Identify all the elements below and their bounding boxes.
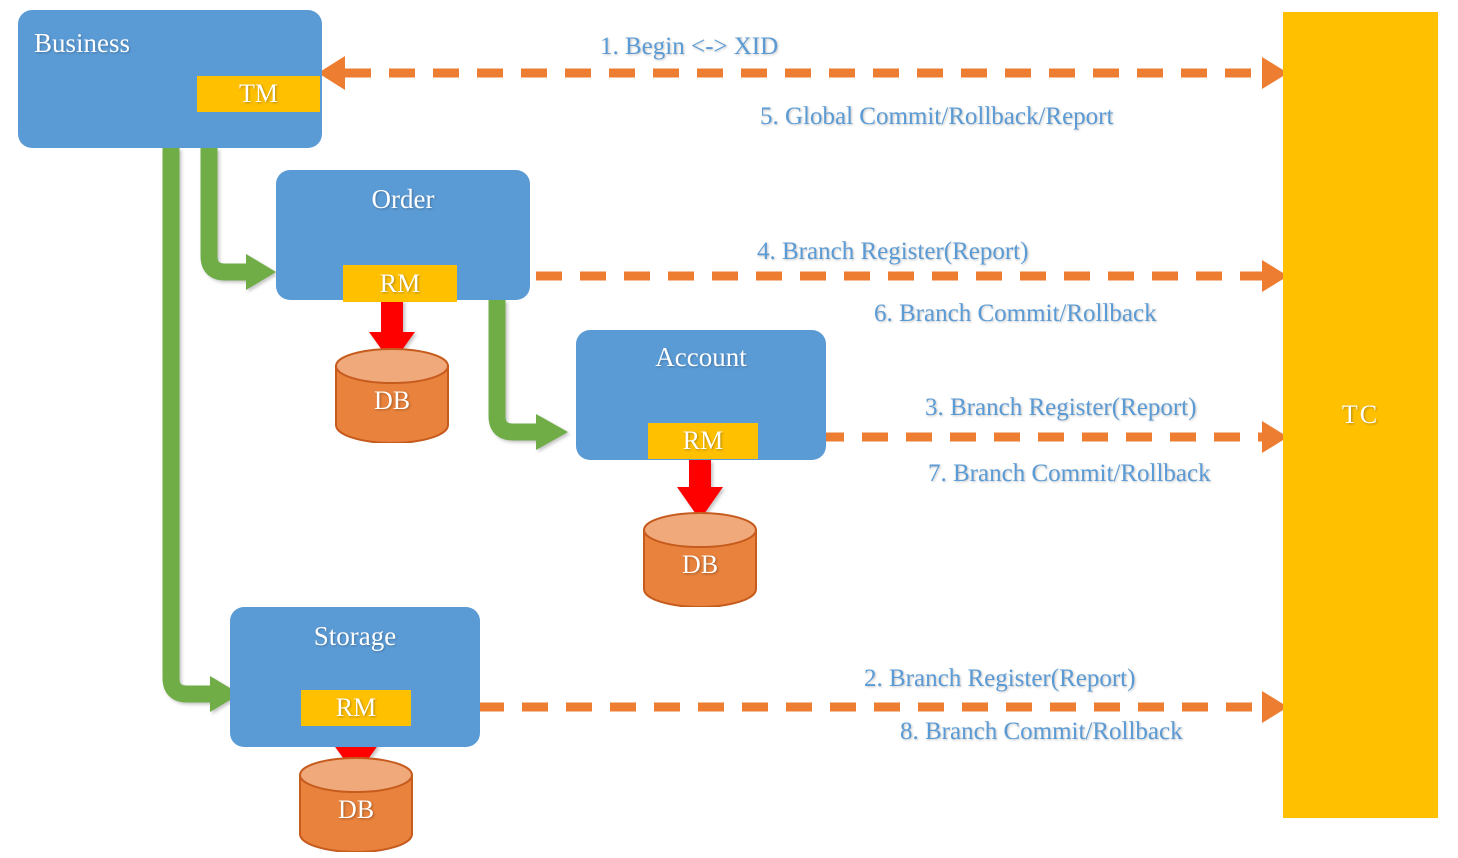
module-box-rm-order[interactable]: RM	[343, 265, 457, 302]
service-title-account: Account	[655, 342, 747, 372]
green-arrow-business-to-storage	[162, 148, 240, 712]
database-order[interactable]: DB	[333, 348, 451, 444]
coordinator-box-tc[interactable]: TC	[1283, 12, 1438, 818]
green-arrow-order-to-account	[488, 300, 568, 450]
service-title-storage: Storage	[313, 621, 397, 651]
dashed-flow-account-rm-tc	[792, 421, 1288, 453]
module-box-rm-storage[interactable]: RM	[301, 690, 411, 726]
module-box-tm[interactable]: TM	[197, 76, 320, 112]
red-arrow-account-rm-to-db	[677, 460, 723, 520]
flow-label-4-branch-register: 4. Branch Register(Report)	[757, 238, 1029, 265]
green-arrow-business-to-order	[200, 148, 276, 290]
service-title-business: Business	[34, 28, 131, 58]
flow-label-2-branch-register: 2. Branch Register(Report)	[864, 665, 1136, 692]
database-storage[interactable]: DB	[297, 757, 415, 853]
service-box-storage[interactable]: Storage	[230, 607, 480, 747]
red-arrow-order-rm-to-db	[369, 300, 415, 364]
db-cylinder-icon	[335, 348, 449, 444]
flow-label-7-branch-commit: 7. Branch Commit/Rollback	[928, 460, 1211, 487]
flow-label-5-global-commit: 5. Global Commit/Rollback/Report	[760, 103, 1114, 130]
flow-label-6-branch-commit: 6. Branch Commit/Rollback	[874, 300, 1157, 327]
module-box-rm-account[interactable]: RM	[648, 423, 758, 459]
flow-label-1-begin-xid: 1. Begin <-> XID	[600, 33, 779, 60]
database-account[interactable]: DB	[641, 512, 759, 608]
db-cylinder-icon	[643, 512, 757, 608]
db-cylinder-icon	[299, 757, 413, 853]
service-title-order: Order	[371, 184, 435, 214]
flow-label-8-branch-commit: 8. Branch Commit/Rollback	[900, 718, 1183, 745]
dashed-flow-tm-tc	[318, 56, 1288, 90]
flow-label-3-branch-register: 3. Branch Register(Report)	[925, 394, 1197, 421]
